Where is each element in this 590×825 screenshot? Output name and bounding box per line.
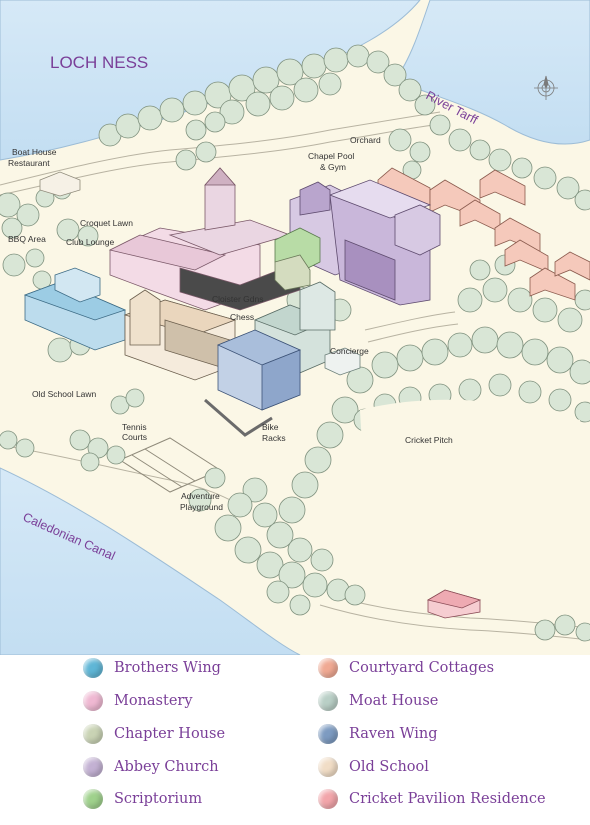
loch-ness-title: LOCH NESS [50, 53, 148, 72]
brothers-wing [23, 267, 127, 351]
legend-item-cricket-pavilion-residence: Cricket Pavilion Residence [318, 788, 546, 810]
legend-item-chapter-house: Chapter House [83, 723, 225, 745]
scriptorium-swatch [83, 789, 103, 809]
label-tennis: Tennis [122, 422, 147, 432]
brothers-wing-swatch [83, 658, 103, 678]
legend-item-moat-house: Moat House [318, 690, 438, 712]
label-boat-house: Boat House [12, 147, 57, 157]
label-tennis-courts: Courts [122, 432, 147, 442]
cricket-pavilion-residence-swatch [318, 789, 338, 809]
legend-label: Old School [349, 759, 429, 775]
concierge-building [324, 347, 361, 376]
legend-item-monastery: Monastery [83, 690, 193, 712]
label-croquet-lawn: Croquet Lawn [80, 218, 133, 228]
courtyard-cottages [377, 167, 590, 301]
moat-house-swatch [318, 691, 338, 711]
compass-rose-icon [534, 75, 558, 100]
label-old-school-lawn: Old School Lawn [32, 389, 97, 399]
old-school-swatch [318, 757, 338, 777]
legend-label: Moat House [349, 693, 439, 709]
legend-item-courtyard-cottages: Courtyard Cottages [318, 657, 494, 679]
abbey-church-swatch [83, 757, 103, 777]
cricket-pitch [360, 399, 590, 602]
label-chapel-pool-gym: & Gym [320, 162, 346, 172]
monastery [108, 167, 301, 311]
abbey-church [289, 179, 441, 306]
legend-item-abbey-church: Abbey Church [83, 756, 219, 778]
legend-label: Cricket Pavilion Residence [349, 791, 546, 807]
courtyard-cottages-swatch [318, 658, 338, 678]
label-orchard: Orchard [350, 135, 381, 145]
label-bike: Bike [262, 422, 279, 432]
boat-house-building [39, 171, 81, 197]
chapter-house [274, 254, 311, 291]
label-bike-racks: Racks [262, 433, 286, 443]
raven-wing [216, 329, 302, 411]
label-adventure-playground: Playground [180, 502, 223, 512]
label-chess: Chess [230, 312, 254, 322]
legend-label: Courtyard Cottages [349, 660, 495, 676]
bike-racks [204, 398, 273, 437]
legend-label: Scriptorium [114, 791, 203, 807]
legend-item-raven-wing: Raven Wing [318, 723, 438, 745]
caledonian-canal-water [0, 467, 301, 656]
legend-item-old-school: Old School [318, 756, 429, 778]
label-adventure: Adventure [181, 491, 220, 501]
label-boat-house-restaurant: Restaurant [8, 158, 50, 168]
label-chapel-pool: Chapel Pool [308, 151, 354, 161]
trees [0, 44, 590, 642]
monastery-swatch [83, 691, 103, 711]
legend-item-scriptorium: Scriptorium [83, 788, 202, 810]
legend-item-brothers-wing: Brothers Wing [83, 657, 221, 679]
legend-label: Brothers Wing [114, 660, 221, 676]
legend-label: Abbey Church [114, 759, 219, 775]
label-concierge: Concierge [330, 346, 369, 356]
raven-wing-swatch [318, 724, 338, 744]
river-tarff-water [394, 0, 590, 145]
cricket-pavilion-residence [426, 589, 482, 619]
label-cloister-gardens: Cloister Gdns [212, 294, 264, 304]
legend-label: Chapter House [114, 726, 226, 742]
legend-label: Raven Wing [349, 726, 438, 742]
label-bbq-area: BBQ Area [8, 234, 46, 244]
label-cricket-pitch: Cricket Pitch [405, 435, 453, 445]
label-club-lounge: Club Lounge [66, 237, 114, 247]
map-legend: Brothers Wing Monastery Chapter House Ab… [0, 655, 590, 825]
old-school [123, 289, 237, 381]
chapter-house-swatch [83, 724, 103, 744]
site-map: LOCH NESS River Tarff Caledonian Canal B… [0, 0, 590, 656]
legend-label: Monastery [114, 693, 193, 709]
moat-house [253, 281, 336, 376]
